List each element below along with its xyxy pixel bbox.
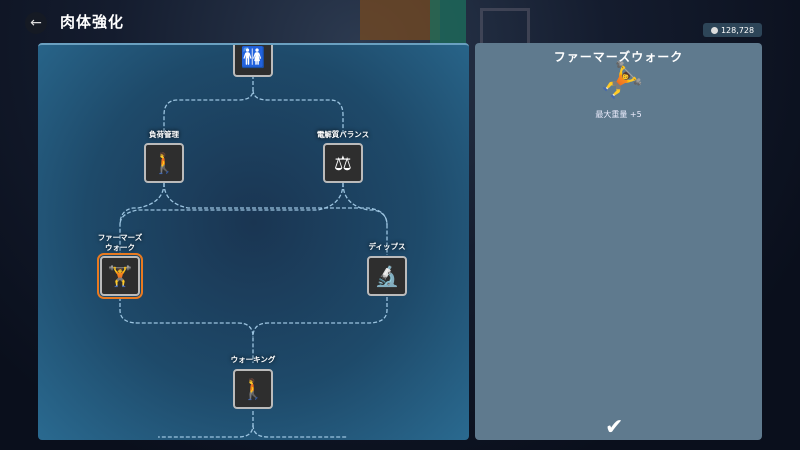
skill-node-electrolyte[interactable]: ⚖ [323,143,363,183]
arrow-left-icon: ← [30,15,42,31]
skill-node-top[interactable]: 🚻 [233,45,273,77]
connection [252,89,344,135]
skill-label-dips: ディップス [368,242,406,251]
hiker-icon: 🚶 [151,151,177,175]
currency-badge: 128,728 [703,23,762,37]
currency-amount: 128,728 [720,25,755,35]
connection [342,182,388,226]
back-button[interactable]: ← [25,12,47,34]
connection [252,424,348,438]
connection [119,297,254,363]
checkmark-icon: ✔ [605,415,624,440]
skill-label-walking: ウォーキング [230,355,276,364]
skill-label-farmers: ファーマーズ ウォーク [97,233,143,252]
skill-detail-panel: ファーマーズウォーク 🏋 最大重量 +5 ✔ [475,43,762,440]
skill-node-farmers-walk[interactable]: 🏋 [97,253,143,299]
confirm-button[interactable]: ✔ [605,415,623,440]
skill-node-dips[interactable]: 🔬 [367,256,407,296]
skill-label-electrolyte: 電解質バランス [316,130,370,139]
connection [158,411,254,438]
skill-detail-stat: 最大重量 +5 [595,110,642,119]
people-icon: 🚻 [240,45,266,69]
skill-tree-panel: 🚻 負荷管理 🚶 電解質バランス ⚖ ファーマーズ ウォーク 🏋 ディップス 🔬… [38,43,469,440]
skill-label-load: 負荷管理 [149,130,179,139]
scale-icon: ⚖ [334,151,352,175]
page-title: 肉体強化 [60,13,125,31]
skill-node-load[interactable]: 🚶 [144,143,184,183]
connection [252,297,388,338]
microscope-icon: 🔬 [374,264,400,288]
skill-detail-title: ファーマーズウォーク [553,50,684,64]
connection [163,75,254,135]
skill-connections [119,75,388,438]
skill-node-walking[interactable]: 🚶 [233,369,273,409]
coin-icon [710,26,718,34]
connection [119,182,344,226]
walking-icon: 🚶 [240,377,266,401]
dumbbell-icon: 🏋 [107,264,133,288]
